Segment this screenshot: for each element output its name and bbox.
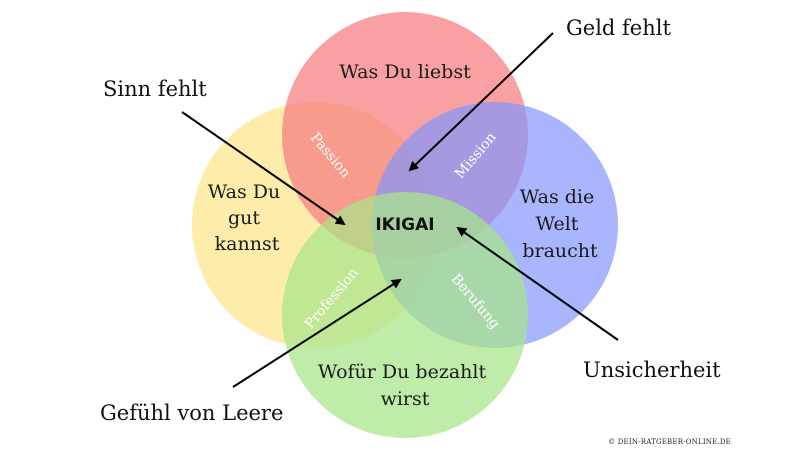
callout-unsicherheit: Unsicherheit — [583, 358, 721, 382]
circle-paid-for — [282, 192, 528, 438]
callout-leere: Gefühl von Leere — [100, 401, 283, 425]
label-love: Was Du liebst — [339, 61, 471, 83]
arrows — [181, 32, 619, 388]
arrow-sinn-fehlt — [181, 111, 346, 226]
arrow-geld-fehlt — [408, 32, 554, 172]
copyright-text: © DEIN-RATGEBER-ONLINE.DE — [608, 438, 731, 446]
venn-circles — [192, 12, 618, 438]
label-good-at: Was Du gut kannst — [208, 181, 287, 255]
callout-geld-fehlt: Geld fehlt — [566, 16, 671, 40]
callout-sinn-fehlt: Sinn fehlt — [103, 77, 207, 101]
arrow-leere — [232, 278, 402, 388]
label-world-needs: Was die Welt braucht — [520, 186, 601, 262]
arrow-unsicherheit — [456, 226, 619, 341]
label-paid-for: Wofür Du bezahlt wirst — [318, 361, 492, 410]
label-ikigai: IKIGAI — [375, 215, 434, 235]
